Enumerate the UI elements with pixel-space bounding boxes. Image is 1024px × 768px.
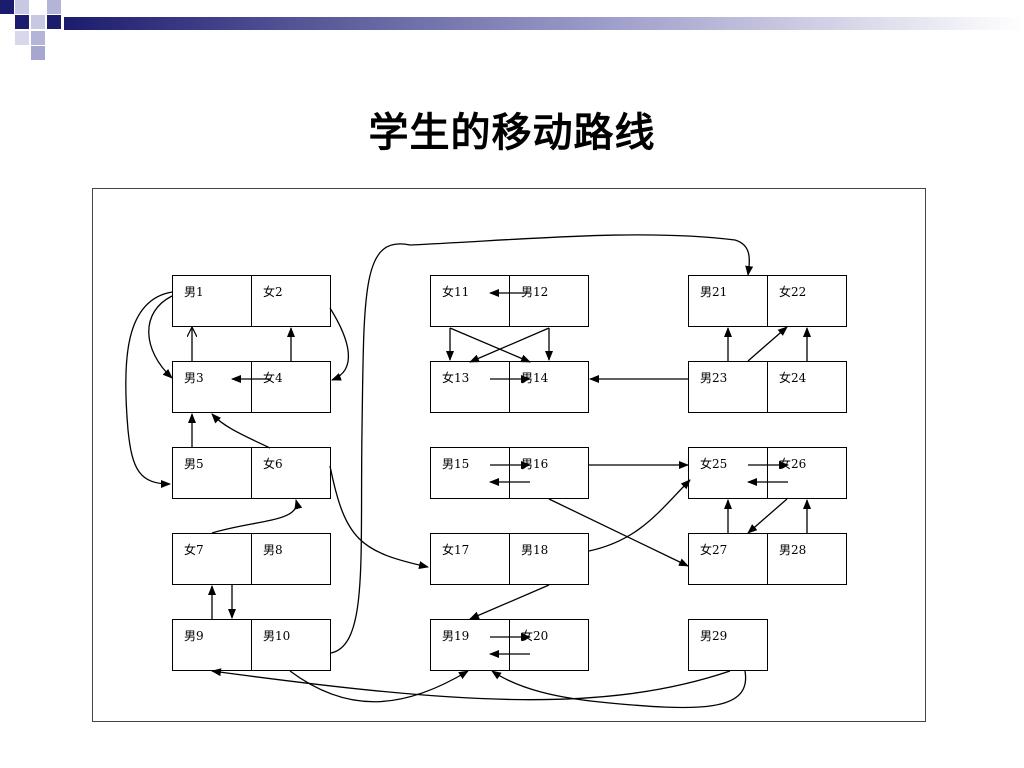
arrow-c23-to-c22: [747, 326, 788, 362]
arrow-c11-to-c14: [449, 327, 531, 363]
desk-c26: 女26: [767, 447, 847, 499]
arrow-c29-to-c20: [491, 670, 747, 709]
desk-c10: 男10: [251, 619, 331, 671]
arrow-c10-to-c19: [289, 670, 469, 703]
arrow-c2-to-c4: [329, 307, 349, 381]
arrow-c10-to-c21: [330, 234, 754, 654]
desk-c17: 女17: [430, 533, 510, 585]
desk-c7: 女7: [172, 533, 252, 585]
desk-c28: 男28: [767, 533, 847, 585]
desk-c16: 男16: [509, 447, 589, 499]
header-decoration: [0, 0, 1024, 60]
desk-c2: 女2: [251, 275, 331, 327]
arrow-c26-to-c27: [747, 498, 788, 534]
arrow-c1-to-c3: [148, 295, 173, 379]
arrow-c12-to-c13: [469, 327, 550, 363]
desk-c18: 男18: [509, 533, 589, 585]
desk-c27: 女27: [688, 533, 768, 585]
desk-c5: 男5: [172, 447, 252, 499]
arrow-c18-to-c19: [469, 584, 550, 620]
desk-c4: 女4: [251, 361, 331, 413]
arrow-c6-to-c3: [211, 413, 271, 449]
desk-c21: 男21: [688, 275, 768, 327]
desk-c8: 男8: [251, 533, 331, 585]
diagram-frame: [92, 188, 926, 722]
desk-c29: 男29: [688, 619, 768, 671]
desk-c11: 女11: [430, 275, 510, 327]
desk-c23: 男23: [688, 361, 768, 413]
arrow-c16-to-c27: [548, 498, 689, 567]
arrow-c6-to-c17: [329, 465, 429, 569]
desk-c22: 女22: [767, 275, 847, 327]
arrow-c29-to-c9: [211, 668, 731, 701]
desk-c24: 女24: [767, 361, 847, 413]
desk-c3: 男3: [172, 361, 252, 413]
arrow-c18-to-c25: [588, 479, 691, 552]
desk-c6: 女6: [251, 447, 331, 499]
desk-c25: 女25: [688, 447, 768, 499]
arrow-c7-to-c6: [211, 499, 303, 534]
desk-c12: 男12: [509, 275, 589, 327]
desk-c15: 男15: [430, 447, 510, 499]
arrow-c1-to-c5: [125, 291, 173, 488]
page-title: 学生的移动路线: [368, 110, 656, 156]
